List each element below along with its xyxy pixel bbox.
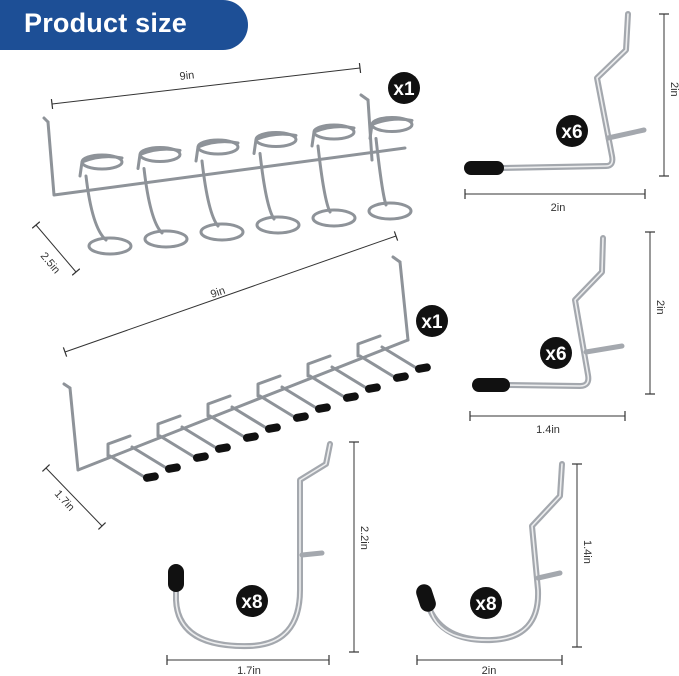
ring-lower: [87, 236, 133, 256]
ring-rack-length-label: 9in: [179, 69, 195, 83]
j-hook-small-width-label: 2in: [482, 665, 497, 676]
ring-stem: [142, 167, 164, 235]
peg-tip: [164, 463, 181, 473]
l-hook-large-quantity: x6: [561, 122, 582, 143]
ring-upper: [138, 146, 182, 163]
peg-arm: [358, 354, 398, 380]
ring-rack-depth-label: 2.5in: [38, 250, 63, 276]
peg-bracket: [256, 374, 282, 398]
ring-stem: [258, 152, 276, 221]
peg-rack-length-line: [62, 231, 399, 357]
ring-stem: [374, 137, 388, 207]
l-hook-small-quantity: x6: [545, 344, 566, 365]
peg-arm: [208, 414, 248, 440]
ring-upper: [254, 131, 298, 148]
l-hook-large-length-label: 2in: [551, 202, 566, 214]
peg-tip: [214, 443, 231, 453]
ring-lower: [255, 215, 301, 235]
peg-arm: [380, 345, 420, 371]
ring-rack-quantity-badge: [388, 72, 420, 104]
peg-arm: [258, 394, 298, 420]
peg-rack: 9in 1.7in x1: [41, 231, 448, 530]
j-hook-large: 2.2in 1.7in x8: [166, 441, 370, 676]
j-hook-small-quantity-badge: [470, 587, 502, 619]
peg-tip: [364, 383, 381, 393]
peg-rack-quantity: x1: [421, 312, 443, 333]
ring-rack-quantity: x1: [393, 79, 415, 100]
peg-tip: [414, 363, 431, 373]
peg-tip: [192, 452, 209, 462]
ring-stem: [84, 174, 108, 242]
j-hook-small-quantity: x8: [475, 594, 496, 615]
l-hook-large-tip: [464, 161, 504, 175]
j-hook-small: 1.4in 2in x8: [416, 461, 593, 676]
l-hook-large-quantity-badge: [556, 115, 588, 147]
ring-upper: [312, 123, 356, 141]
ring-lower: [143, 229, 189, 249]
peg-tip: [342, 392, 359, 402]
ring-upper: [370, 116, 414, 133]
l-hook-large-height-label: 2in: [668, 82, 679, 97]
j-hook-large-quantity-badge: [236, 585, 268, 617]
ring-upper: [80, 153, 124, 171]
peg-arm: [108, 454, 148, 480]
ring-lower: [199, 222, 245, 242]
peg-tip: [292, 412, 309, 422]
l-hook-large: 2in 2in x6: [464, 11, 679, 214]
peg-arm: [308, 374, 348, 400]
l-hook-small-quantity-badge: [540, 337, 572, 369]
l-hook-small-length-label: 1.4in: [536, 424, 560, 436]
ring-lower: [311, 208, 357, 228]
ring-stem: [200, 159, 220, 228]
ring-rack: 9in 2.5in x1: [31, 62, 420, 276]
peg-tip: [264, 423, 281, 433]
peg-rack-depth-line: [41, 464, 107, 530]
ring-upper: [196, 138, 240, 156]
title-banner: Product size: [0, 0, 248, 50]
l-hook-small: 2in 1.4in x6: [469, 231, 666, 436]
j-hook-small-height-label: 1.4in: [581, 540, 593, 564]
ring-rack-length-line: [50, 62, 362, 110]
ring-lower: [367, 201, 413, 221]
peg-tip: [142, 472, 159, 482]
peg-tip: [392, 372, 409, 382]
peg-bracket: [156, 414, 182, 438]
l-hook-small-tip: [472, 378, 510, 392]
peg-bracket: [306, 354, 332, 378]
peg-tip: [242, 432, 259, 442]
peg-bracket: [206, 394, 232, 418]
j-hook-large-quantity: x8: [241, 592, 262, 613]
peg-arm: [130, 445, 170, 471]
peg-arm: [158, 434, 198, 460]
ring-stem: [316, 144, 332, 214]
peg-arm: [280, 385, 320, 411]
peg-rack-quantity-badge: [416, 305, 448, 337]
peg-arm: [230, 405, 270, 431]
peg-tip: [314, 403, 331, 413]
peg-bracket: [106, 434, 132, 458]
j-hook-large-tip: [168, 564, 184, 592]
j-hook-small-tip: [416, 584, 436, 612]
j-hook-large-width-label: 1.7in: [237, 665, 261, 676]
peg-rack-depth-label: 1.7in: [52, 488, 77, 514]
peg-rack-length-label: 9in: [209, 285, 227, 301]
peg-arm: [180, 425, 220, 451]
l-hook-small-height-label: 2in: [654, 300, 666, 315]
banner-title: Product size: [24, 8, 187, 38]
j-hook-large-height-label: 2.2in: [358, 526, 370, 550]
peg-arm: [330, 365, 370, 391]
